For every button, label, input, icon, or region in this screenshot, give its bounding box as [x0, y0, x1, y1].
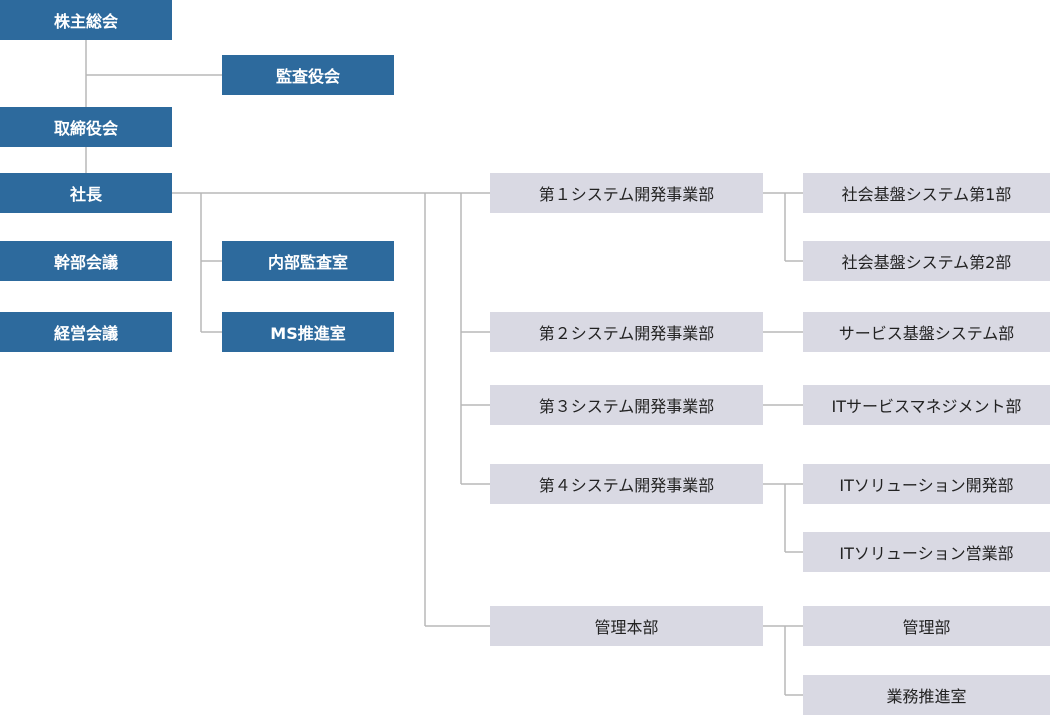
it-solution-sales-dept-box: ITソリューション営業部 [803, 532, 1050, 572]
business-promotion-office-box: 業務推進室 [803, 675, 1050, 715]
internal-audit-office-box: 内部監査室 [222, 241, 394, 281]
it-service-mgmt-dept-box: ITサービスマネジメント部 [803, 385, 1050, 425]
management-meeting-box: 経営会議 [0, 312, 172, 352]
admin-hq-box: 管理本部 [490, 606, 763, 646]
ms-promotion-office-box: MS推進室 [222, 312, 394, 352]
sys-dev-division-1-box: 第１システム開発事業部 [490, 173, 763, 213]
sys-dev-division-3-box: 第３システム開発事業部 [490, 385, 763, 425]
administration-dept-box: 管理部 [803, 606, 1050, 646]
sys-dev-division-2-box: 第２システム開発事業部 [490, 312, 763, 352]
service-infra-dept-box: サービス基盤システム部 [803, 312, 1050, 352]
shareholders-meeting-box: 株主総会 [0, 0, 172, 40]
executive-committee-box: 幹部会議 [0, 241, 172, 281]
board-of-directors-box: 取締役会 [0, 107, 172, 147]
audit-board-box: 監査役会 [222, 55, 394, 95]
it-solution-dev-dept-box: ITソリューション開発部 [803, 464, 1050, 504]
president-box: 社長 [0, 173, 172, 213]
sys-dev-division-4-box: 第４システム開発事業部 [490, 464, 763, 504]
social-infra-dept-2-box: 社会基盤システム第2部 [803, 241, 1050, 281]
social-infra-dept-1-box: 社会基盤システム第1部 [803, 173, 1050, 213]
